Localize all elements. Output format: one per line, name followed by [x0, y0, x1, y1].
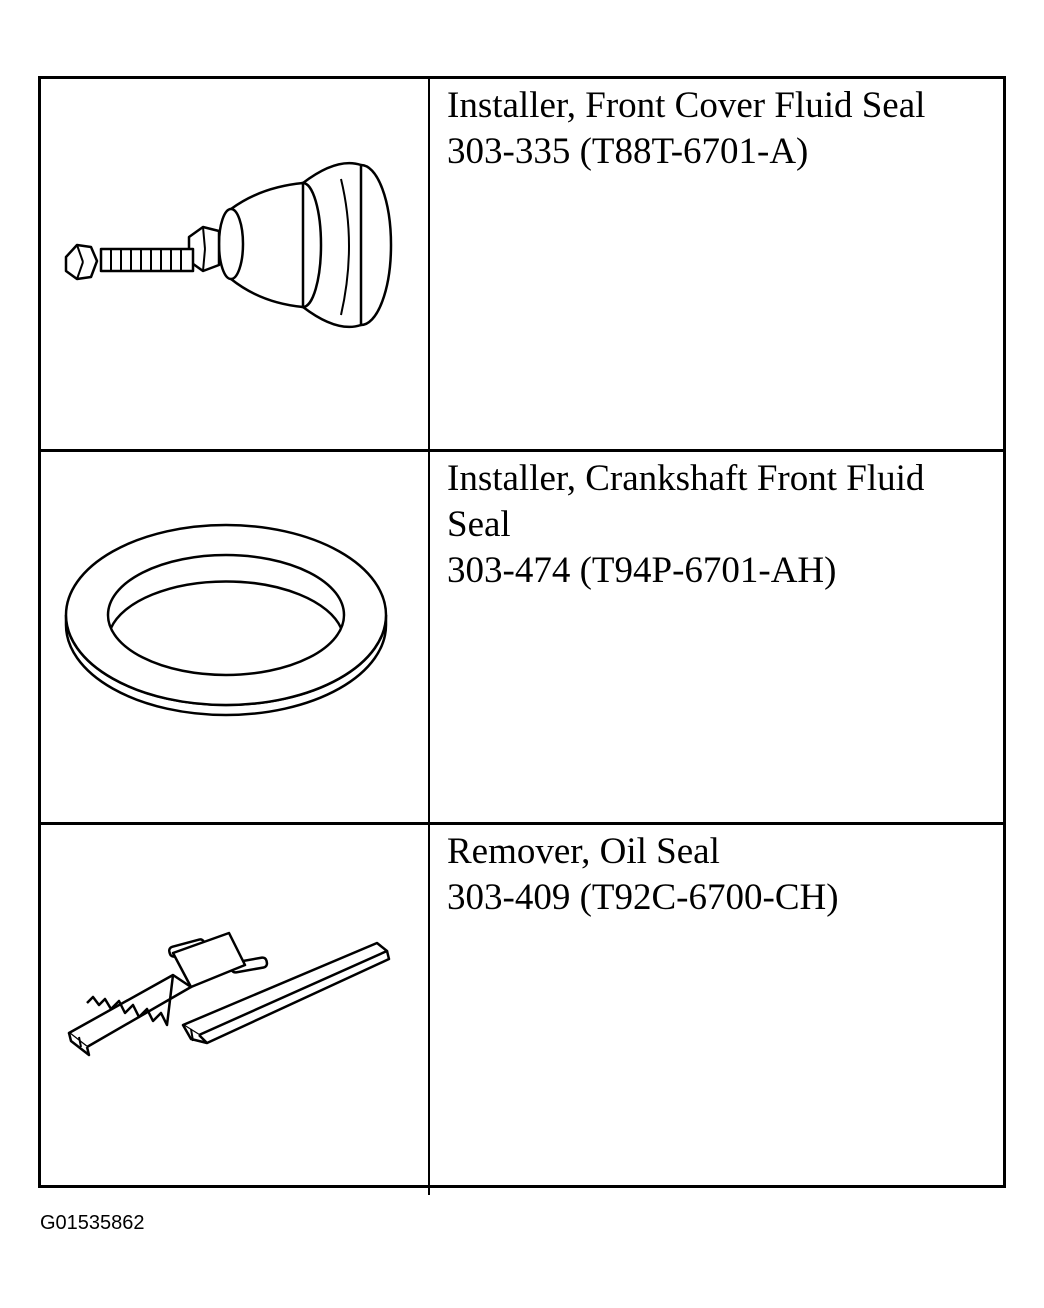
tool-title: Remover, Oil Seal [447, 831, 720, 872]
tool-description: Installer, Crankshaft Front Fluid Seal 3… [447, 456, 993, 594]
tool-image-cell [41, 452, 430, 822]
tool-row: Installer, Crankshaft Front Fluid Seal 3… [41, 449, 1003, 822]
tool-row: Installer, Front Cover Fluid Seal 303-33… [41, 79, 1003, 449]
tool-title: Installer, Crankshaft Front Fluid [447, 458, 925, 499]
tool-image-cell [41, 79, 430, 449]
tool-part-number: 303-335 (T88T-6701-A) [447, 131, 809, 172]
crankshaft-seal-ring-icon [64, 523, 388, 717]
tool-part-number: 303-474 (T94P-6701-AH) [447, 550, 837, 591]
tool-description: Remover, Oil Seal 303-409 (T92C-6700-CH) [447, 829, 993, 921]
tool-title: Installer, Front Cover Fluid Seal [447, 85, 926, 126]
special-tools-table: Installer, Front Cover Fluid Seal 303-33… [38, 76, 1006, 1195]
oil-seal-remover-icon [67, 931, 391, 1057]
figure-id: G01535862 [40, 1212, 145, 1234]
tool-description: Installer, Front Cover Fluid Seal 303-33… [447, 83, 993, 172]
tool-row: Remover, Oil Seal 303-409 (T92C-6700-CH) [41, 822, 1003, 1195]
front-cover-seal-installer-icon [64, 161, 393, 329]
tool-part-number: 303-409 (T92C-6700-CH) [447, 877, 839, 918]
tool-image-cell [41, 825, 430, 1195]
tool-title-continued: Seal [447, 504, 511, 545]
